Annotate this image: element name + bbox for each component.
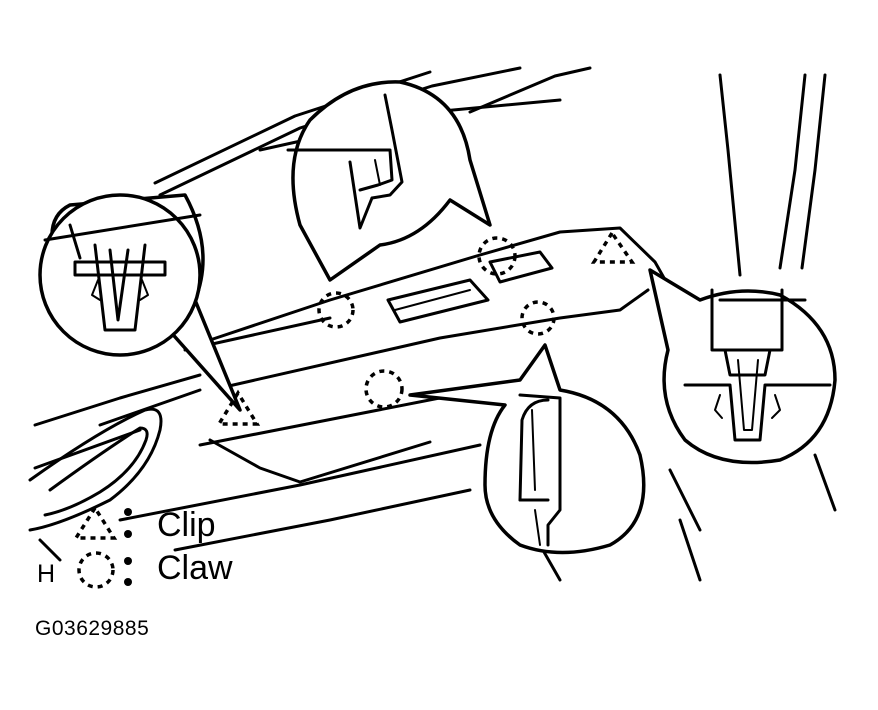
callout-claw-bottom — [408, 343, 646, 555]
legend-row-prefix: H — [37, 560, 56, 588]
legend-symbols — [72, 504, 132, 589]
location-markers — [215, 229, 636, 426]
dashed-triangle-icon — [72, 504, 118, 540]
claw-marker-2 — [477, 236, 517, 276]
dashed-circle-icon — [77, 551, 115, 589]
clip-marker-right — [590, 229, 636, 264]
claw-marker-4 — [364, 369, 404, 409]
claw-marker-3 — [520, 300, 556, 336]
callout-clip-right — [648, 268, 837, 465]
callout-clip-left — [38, 193, 242, 412]
callout-claw-top — [286, 80, 492, 282]
claw-colon-icon — [124, 557, 132, 565]
clip-colon-icon — [124, 508, 132, 516]
clip-marker-left — [215, 389, 261, 426]
legend-clip-label: Clip — [157, 506, 216, 544]
legend-claw-label: Claw — [157, 549, 233, 587]
claw-marker-1 — [317, 291, 355, 329]
figure-id: G03629885 — [35, 617, 150, 640]
